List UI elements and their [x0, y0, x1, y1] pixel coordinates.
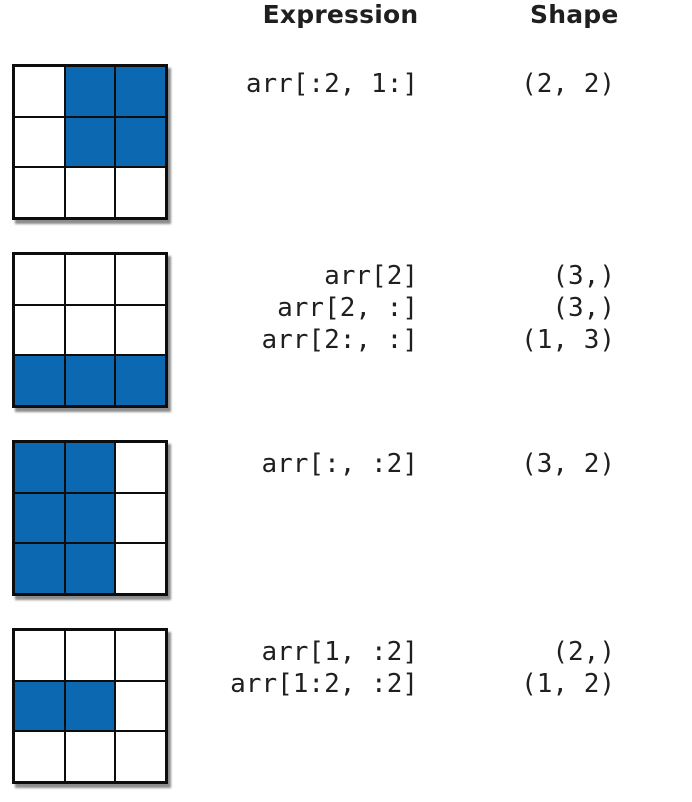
- unselected-cell-r2-c0: [14, 167, 65, 218]
- unselected-cell-r0-c2: [115, 630, 166, 681]
- unselected-cell-r1-c2: [115, 680, 166, 732]
- shape-text: (2,): [552, 637, 615, 667]
- unselected-cell-r0-c0: [14, 254, 65, 305]
- expression-text: arr[1, :2]: [261, 637, 418, 667]
- unselected-cell-r2-c2: [115, 167, 166, 218]
- shape-text: (3, 2): [521, 449, 615, 479]
- array-grid-2: [12, 252, 168, 408]
- unselected-cell-r1-c1: [64, 304, 116, 356]
- expression-column-1: arr[:2, 1:]: [180, 68, 418, 100]
- unselected-cell-r1-c0: [14, 304, 65, 356]
- selected-cell-r2-c2: [115, 355, 166, 406]
- expression-text: arr[:2, 1:]: [245, 69, 418, 99]
- unselected-cell-r2-c2: [115, 543, 166, 594]
- array-grid-4: [12, 628, 168, 784]
- shape-column-1: (2, 2): [480, 68, 615, 100]
- unselected-cell-r1-c0: [14, 116, 65, 168]
- shape-text: (3,): [552, 293, 615, 323]
- selected-cell-r1-c1: [64, 492, 116, 544]
- unselected-cell-r2-c0: [14, 731, 65, 782]
- selected-cell-r1-c1: [64, 680, 116, 732]
- expression-text: arr[:, :2]: [261, 449, 418, 479]
- expression-text: arr[1:2, :2]: [230, 669, 418, 699]
- shape-column-3: (3, 2): [480, 448, 615, 480]
- selected-cell-r1-c1: [64, 116, 116, 168]
- selected-cell-r2-c0: [14, 543, 65, 594]
- expression-column-4: arr[1, :2]arr[1:2, :2]: [180, 636, 418, 700]
- unselected-cell-r0-c0: [14, 66, 65, 117]
- selected-cell-r0-c0: [14, 442, 65, 493]
- unselected-cell-r1-c2: [115, 492, 166, 544]
- unselected-cell-r0-c2: [115, 442, 166, 493]
- array-grid-3: [12, 440, 168, 596]
- shape-text: (3,): [552, 261, 615, 291]
- unselected-cell-r2-c1: [64, 731, 116, 782]
- shape-text: (1, 2): [521, 669, 615, 699]
- selected-cell-r2-c1: [64, 355, 116, 406]
- selected-cell-r0-c2: [115, 66, 166, 117]
- expression-header: Expression: [262, 0, 419, 29]
- shape-column-4: (2,)(1, 2): [480, 636, 615, 700]
- expression-text: arr[2:, :]: [261, 325, 418, 355]
- shape-text: (2, 2): [521, 69, 615, 99]
- array-grid-1: [12, 64, 168, 220]
- unselected-cell-r2-c2: [115, 731, 166, 782]
- unselected-cell-r2-c1: [64, 167, 116, 218]
- selected-cell-r2-c0: [14, 355, 65, 406]
- expression-text: arr[2, :]: [277, 293, 418, 323]
- expression-column-2: arr[2]arr[2, :]arr[2:, :]: [180, 260, 418, 356]
- selected-cell-r1-c2: [115, 116, 166, 168]
- selected-cell-r0-c1: [64, 442, 116, 493]
- expression-text: arr[2]: [324, 261, 418, 291]
- unselected-cell-r0-c2: [115, 254, 166, 305]
- unselected-cell-r1-c2: [115, 304, 166, 356]
- unselected-cell-r0-c0: [14, 630, 65, 681]
- selected-cell-r2-c1: [64, 543, 116, 594]
- selected-cell-r0-c1: [64, 66, 116, 117]
- selected-cell-r1-c0: [14, 680, 65, 732]
- unselected-cell-r0-c1: [64, 254, 116, 305]
- shape-text: (1, 3): [521, 325, 615, 355]
- unselected-cell-r0-c1: [64, 630, 116, 681]
- expression-column-3: arr[:, :2]: [180, 448, 418, 480]
- shape-header: Shape: [530, 0, 619, 29]
- selected-cell-r1-c0: [14, 492, 65, 544]
- shape-column-2: (3,)(3,)(1, 3): [480, 260, 615, 356]
